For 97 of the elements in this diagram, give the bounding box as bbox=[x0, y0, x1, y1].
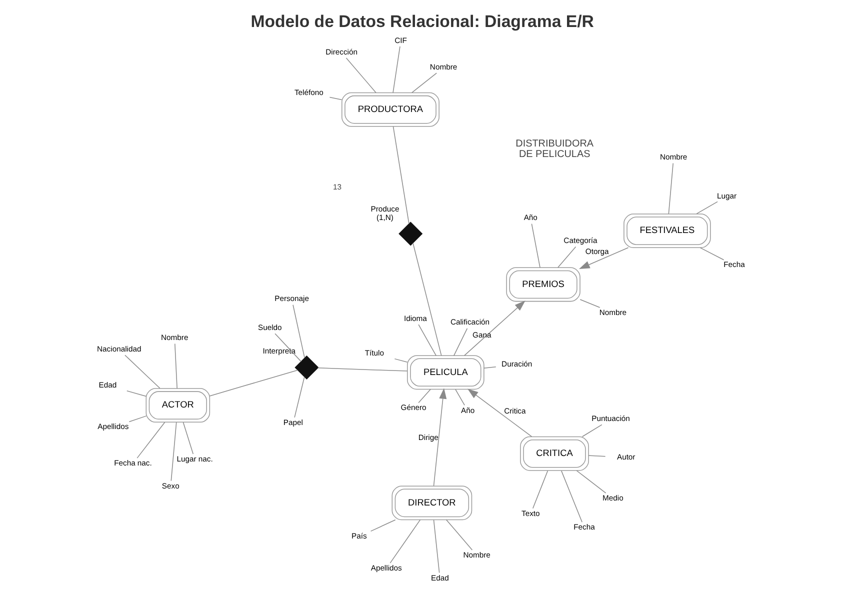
node-text: Papel bbox=[283, 418, 303, 427]
connector bbox=[209, 370, 298, 396]
node-text: Idioma bbox=[404, 314, 427, 324]
connector bbox=[588, 455, 606, 457]
connector bbox=[532, 470, 548, 509]
connector bbox=[292, 304, 305, 358]
node-text: Fecha nac. bbox=[114, 458, 152, 468]
connector bbox=[418, 388, 431, 404]
connector bbox=[454, 328, 468, 356]
node-text: Autor bbox=[616, 452, 636, 462]
node-text: Lugar bbox=[717, 191, 737, 200]
node-text: Año bbox=[461, 406, 475, 415]
connector bbox=[124, 354, 160, 389]
node-text: Nacionalidad bbox=[97, 344, 142, 354]
connector bbox=[484, 366, 496, 369]
node-text: Edad bbox=[431, 573, 449, 582]
node-text: Sexo bbox=[162, 481, 180, 490]
connector bbox=[329, 96, 342, 100]
connector bbox=[558, 246, 576, 268]
node-box: CRITICA bbox=[520, 436, 589, 471]
connector bbox=[561, 470, 582, 523]
connector bbox=[317, 368, 408, 372]
connector bbox=[370, 519, 396, 532]
label: 13 bbox=[333, 182, 342, 192]
node-text: Dirección bbox=[326, 47, 358, 56]
connector bbox=[433, 520, 440, 574]
label: DISTRIBUIDORA DE PELICULAS bbox=[516, 138, 594, 160]
node-text: Nombre bbox=[463, 550, 490, 560]
connector bbox=[412, 242, 442, 356]
node-text: CIF bbox=[394, 36, 407, 46]
connector bbox=[576, 470, 606, 494]
node-text: Nombre bbox=[430, 62, 458, 72]
connector bbox=[700, 247, 724, 260]
node-text: Categoría bbox=[564, 236, 598, 246]
connector bbox=[126, 390, 146, 397]
connector bbox=[274, 333, 302, 362]
node-text: Nombre bbox=[161, 333, 188, 342]
node-text: Apellidos bbox=[370, 563, 402, 572]
node-label: (1,N) bbox=[376, 212, 394, 222]
node-box: ACTOR bbox=[146, 388, 210, 423]
node-text: Lugar nac. bbox=[176, 454, 213, 464]
connector bbox=[392, 126, 410, 224]
edge-label: Dirige bbox=[418, 432, 438, 442]
node-text: Género bbox=[400, 403, 426, 412]
connector bbox=[668, 162, 674, 214]
node-box: FESTIVALES bbox=[624, 214, 711, 248]
node-diamond bbox=[398, 222, 423, 246]
node-text: Duración bbox=[502, 359, 532, 368]
node-text: Nombre bbox=[599, 308, 627, 317]
connector bbox=[390, 519, 421, 564]
connector bbox=[411, 72, 437, 94]
connector bbox=[128, 416, 147, 422]
node-text: Fecha bbox=[574, 522, 595, 532]
edge-label: Critica bbox=[504, 406, 526, 416]
connector bbox=[174, 343, 178, 389]
node-text: Fecha bbox=[724, 260, 745, 270]
connector bbox=[182, 422, 194, 454]
connector bbox=[170, 422, 177, 482]
connector bbox=[531, 223, 540, 268]
edge-label: Otorga bbox=[585, 246, 609, 256]
node-label: Produce bbox=[370, 204, 400, 214]
arrow bbox=[579, 247, 629, 269]
connector bbox=[696, 201, 718, 214]
connector bbox=[580, 299, 600, 308]
connector bbox=[446, 519, 473, 550]
arrow bbox=[464, 300, 526, 356]
connector bbox=[392, 46, 400, 94]
node-text: País bbox=[352, 531, 367, 540]
node-text: Año bbox=[524, 213, 538, 222]
node-box: PRODUCTORA bbox=[342, 92, 440, 127]
connector bbox=[346, 58, 376, 94]
node-text: Edad bbox=[98, 380, 117, 390]
node-text: Apellidos bbox=[98, 422, 129, 431]
node-text: Calificación bbox=[450, 318, 490, 327]
node-text: Medio bbox=[602, 493, 624, 502]
arrow bbox=[433, 388, 447, 486]
node-box: PREMIOS bbox=[506, 267, 580, 302]
node-text: Puntuación bbox=[592, 414, 630, 424]
connector bbox=[418, 324, 436, 356]
node-text: Texto bbox=[522, 508, 540, 518]
connector bbox=[294, 376, 305, 418]
arrow bbox=[468, 388, 532, 437]
node-text: Nombre bbox=[660, 152, 688, 162]
node-label: Interpreta bbox=[262, 346, 296, 356]
connector bbox=[582, 424, 602, 437]
node-diamond bbox=[294, 355, 319, 380]
node-box: DIRECTOR bbox=[392, 486, 472, 520]
node-text: Título bbox=[364, 348, 384, 358]
node-text: Teléfono bbox=[294, 88, 324, 97]
connector bbox=[136, 422, 166, 458]
diagram-title: Modelo de Datos Relacional: Diagrama E/R bbox=[250, 12, 594, 32]
edge-label: Gana bbox=[472, 330, 492, 340]
node-box: PELICULA bbox=[407, 355, 484, 390]
node-text: Personaje bbox=[274, 294, 309, 304]
connector bbox=[455, 389, 465, 406]
node-text: Sueldo bbox=[258, 323, 282, 332]
connector bbox=[394, 358, 408, 363]
